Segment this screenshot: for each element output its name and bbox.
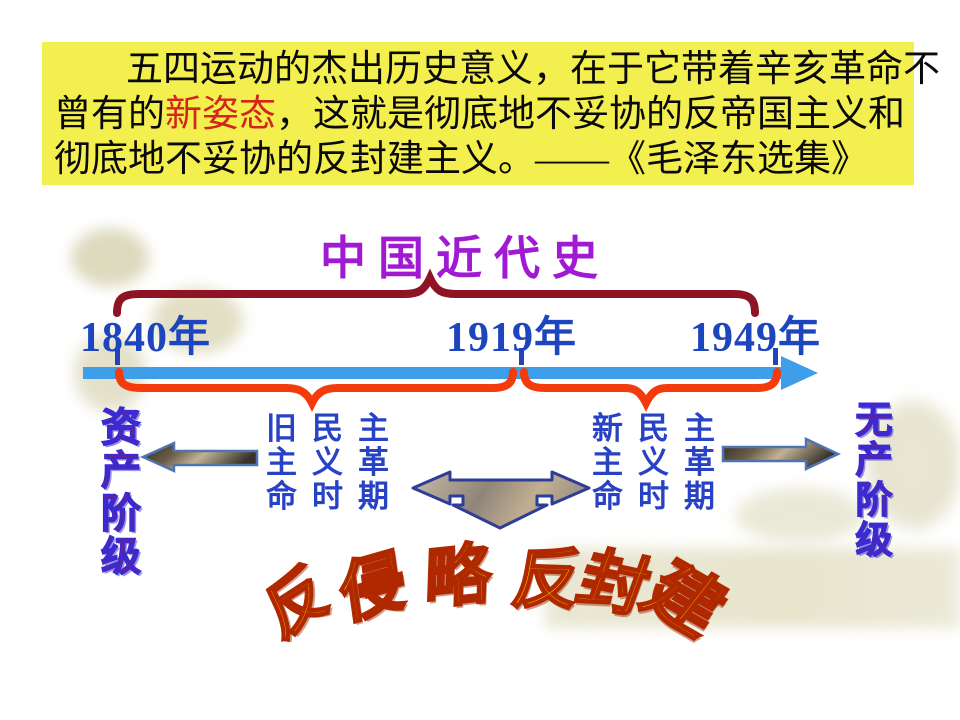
year-label-1919: 1919年 (446, 315, 578, 361)
time-axis-bar (83, 367, 783, 379)
proletariat-label: 无产阶级 (849, 399, 891, 560)
quote-line-2: 曾有的新姿态，这就是彻底地不妥协的反帝国主义和 (54, 92, 905, 137)
bottom-brace-old-period (115, 368, 517, 412)
wordart-char-3: 略 (422, 534, 493, 618)
new-democratic-period-label: 新民主 主义革 命时期 (592, 412, 730, 514)
right-arrow (721, 437, 841, 471)
wordart-char-1: 反 (255, 553, 339, 652)
quote-banner: 五四运动的杰出历史意义，在于它带着辛亥革命不 曾有的新姿态，这就是彻底地不妥协的… (42, 42, 940, 185)
old-period-line-1: 旧民主 (266, 411, 404, 446)
year-label-1840: 1840年 (80, 315, 212, 361)
new-period-line-3: 命时期 (592, 479, 730, 514)
quote-line-3: 彻底地不妥协的反封建主义。——《毛泽东选集》 (54, 139, 868, 180)
new-period-line-1: 新民主 (592, 411, 730, 446)
quote-line-1: 五四运动的杰出历史意义，在于它带着辛亥革命不 (126, 49, 940, 90)
wordart-anti-aggression-anti-feudalism: 反 侵 略 反 封 建 (255, 520, 775, 653)
year-label-1949: 1949年 (690, 315, 822, 361)
old-period-line-3: 命时期 (266, 479, 404, 514)
bourgeoisie-label: 资产阶级 (94, 405, 139, 578)
old-democratic-period-label: 旧民主 主义革 命时期 (266, 412, 404, 514)
bottom-brace-new-period (520, 368, 781, 412)
timeline-title: 中国近代史 (320, 232, 610, 284)
quote-line-2-pre: 曾有的 (54, 94, 165, 135)
wordart-char-2: 侵 (335, 540, 411, 635)
new-period-line-2: 主义革 (592, 445, 730, 480)
quote-line-2-post: ，这就是彻底地不妥协的反帝国主义和 (276, 94, 905, 135)
left-arrow (139, 441, 259, 473)
quote-highlight: 新姿态 (165, 94, 276, 135)
old-period-line-2: 主义革 (266, 445, 404, 480)
